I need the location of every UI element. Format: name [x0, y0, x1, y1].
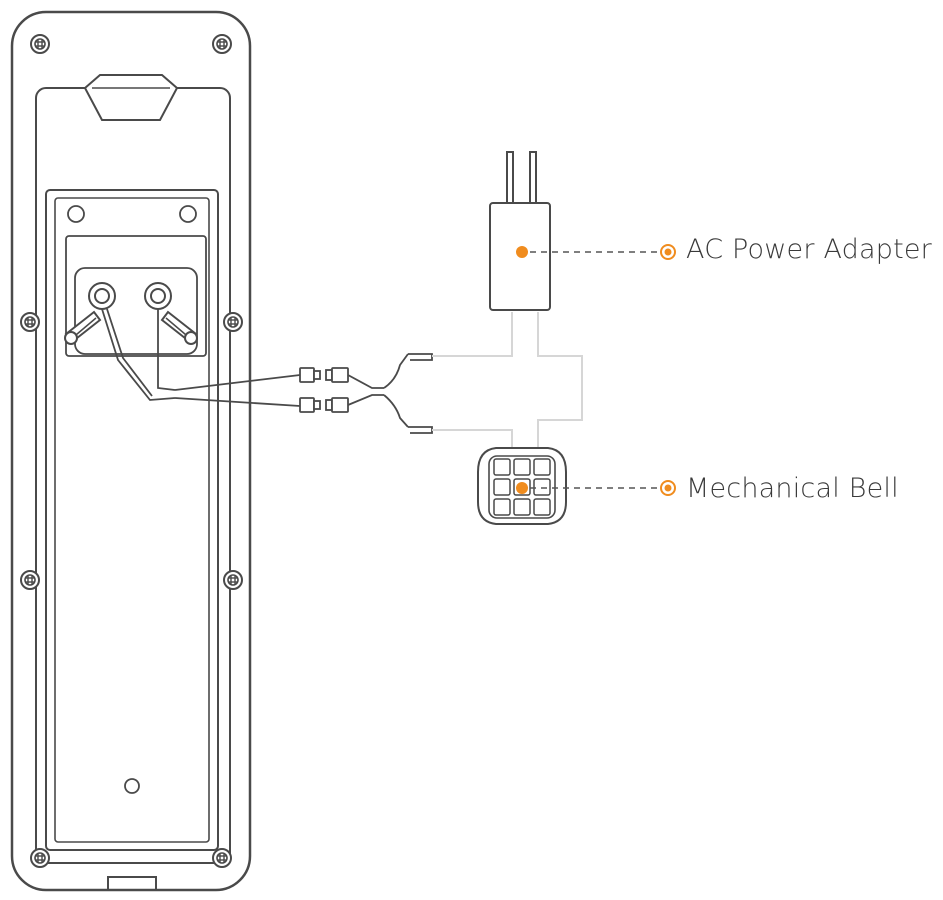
terminal-screw-icon [64, 282, 198, 345]
wire-connector-icon [299, 367, 349, 413]
mechanical-bell-label: Mechanical Bell [686, 473, 899, 504]
bell-icon [477, 447, 567, 525]
doorbell-back-panel [10, 10, 252, 892]
junction-wires [347, 353, 433, 434]
adapter-marker [516, 246, 528, 258]
ac-plug-icon [489, 151, 551, 311]
ac-power-adapter-label: AC Power Adapter [686, 234, 932, 265]
doorbell-wires [101, 308, 301, 407]
bell-marker [516, 482, 528, 494]
circuit-wires [432, 312, 583, 450]
